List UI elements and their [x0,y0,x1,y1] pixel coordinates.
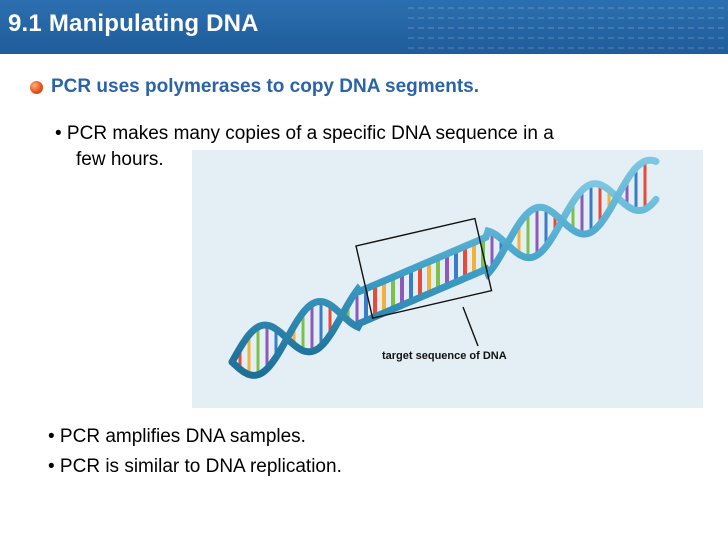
dna-helix-illustration: target sequence of DNA [228,156,660,379]
slide-title: 9.1 Manipulating DNA [8,10,259,37]
slide-header: 9.1 Manipulating DNA [0,0,728,54]
subheading: PCR uses polymerases to copy DNA segment… [30,76,479,98]
target-box [355,217,493,319]
dna-strand-b [228,156,660,379]
bullet-1-line-1: • PCR makes many copies of a specific DN… [55,123,554,144]
caption-leader-line [462,306,479,347]
dna-figure: target sequence of DNA [192,150,703,408]
dna-strand-a [228,180,660,366]
header-texture [408,7,728,49]
bullet-2: • PCR amplifies DNA samples. [48,426,306,447]
base-pairs [238,161,647,375]
subheading-text: PCR uses polymerases to copy DNA segment… [51,76,479,97]
figure-caption: target sequence of DNA [382,350,507,362]
bullet-1-line-2: few hours. [76,149,164,170]
bullet-ball-icon [30,80,43,94]
bullet-3: • PCR is similar to DNA replication. [48,456,342,477]
